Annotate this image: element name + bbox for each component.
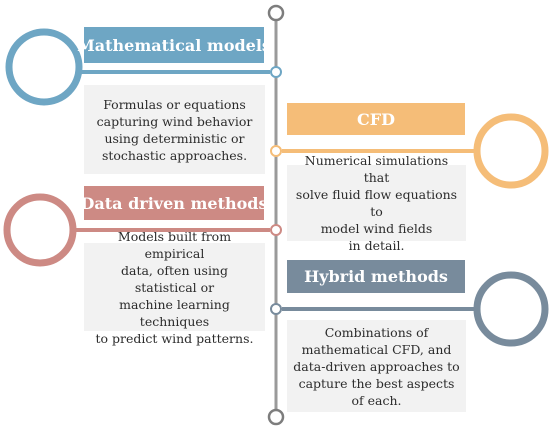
hybrid-connector bbox=[270, 271, 549, 347]
cfd-description: Numerical simulations that solve fluid f… bbox=[287, 153, 466, 253]
data-driven-connector bbox=[3, 193, 282, 267]
hybrid-methods-description-text: Combinations of mathematical CFD, and da… bbox=[293, 324, 460, 408]
timeline-start-node bbox=[267, 4, 285, 22]
hybrid-methods-description: Combinations of mathematical CFD, and da… bbox=[287, 320, 466, 412]
hybrid-methods-title: Hybrid methods bbox=[287, 260, 465, 293]
data-driven-methods-title: Data driven methods bbox=[81, 186, 267, 220]
cfd-description-text: Numerical simulations that solve fluid f… bbox=[295, 153, 458, 253]
cfd-title-text: CFD bbox=[357, 109, 395, 129]
data-driven-methods-description: Models built from empirical data, often … bbox=[84, 229, 265, 346]
mathematical-models-description: Formulas or equations capturing wind beh… bbox=[84, 85, 265, 174]
hybrid-methods-title-text: Hybrid methods bbox=[304, 267, 448, 286]
mathematical-models-description-text: Formulas or equations capturing wind beh… bbox=[96, 96, 253, 163]
cfd-connector bbox=[270, 113, 549, 189]
timeline-end-node bbox=[267, 408, 285, 426]
data-driven-methods-title-text: Data driven methods bbox=[80, 193, 268, 213]
data-driven-methods-description-text: Models built from empirical data, often … bbox=[95, 228, 254, 346]
mathematical-models-title: Mathematical models bbox=[77, 27, 271, 63]
cfd-title: CFD bbox=[287, 103, 465, 135]
mathematical-connector bbox=[5, 28, 282, 106]
mathematical-models-title-text: Mathematical models bbox=[77, 35, 271, 55]
